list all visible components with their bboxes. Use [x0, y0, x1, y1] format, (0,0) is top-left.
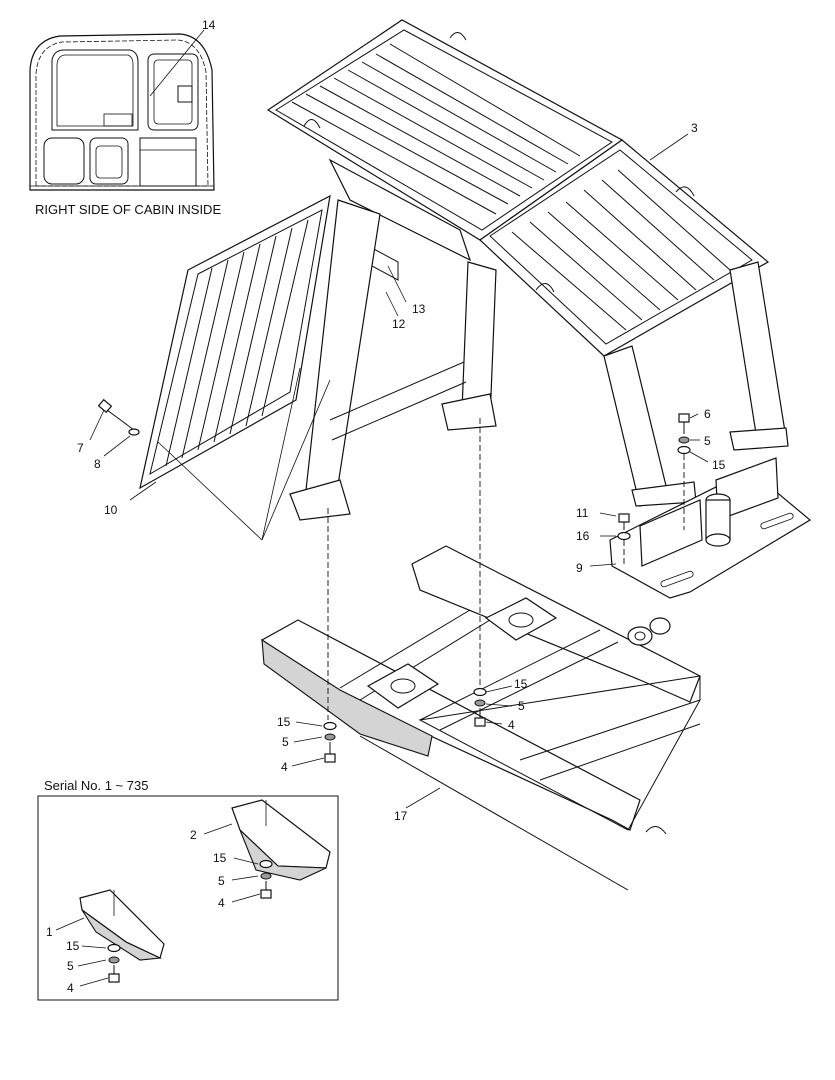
- callout-5: 5: [282, 735, 289, 749]
- callout-9: 9: [576, 561, 583, 575]
- serial-inset-box: [37, 795, 339, 1001]
- chassis-frame-drawing: [260, 545, 701, 891]
- callout-6: 6: [704, 407, 711, 421]
- callout-5: 5: [67, 959, 74, 973]
- callout-5: 5: [218, 874, 225, 888]
- callout-17: 17: [394, 809, 408, 823]
- callout-16: 16: [576, 529, 590, 543]
- callout-10: 10: [104, 503, 118, 517]
- callout-leaders: [55, 29, 709, 987]
- callout-4: 4: [67, 981, 74, 995]
- side-screen-drawing: [139, 194, 331, 490]
- mounting-plate-drawing: [609, 457, 812, 599]
- serial-label: Serial No. 1 ~ 735: [44, 778, 148, 793]
- callout-15: 15: [213, 851, 227, 865]
- cabin-inset-drawing: [29, 33, 215, 191]
- callout-11: 11: [576, 506, 589, 520]
- callout-4: 4: [281, 760, 288, 774]
- callout-5: 5: [518, 699, 525, 713]
- callout-1: 1: [46, 925, 53, 939]
- callout-8: 8: [94, 457, 101, 471]
- callout-5: 5: [704, 434, 711, 448]
- callout-7: 7: [77, 441, 84, 455]
- fastener-set-drawing: [617, 413, 691, 541]
- callout-14: 14: [202, 18, 216, 32]
- callout-3: 3: [691, 121, 698, 135]
- callout-4: 4: [218, 896, 225, 910]
- callout-13: 13: [412, 302, 426, 316]
- bolt-washer-drawing: [97, 398, 140, 436]
- callout-2: 2: [190, 828, 197, 842]
- callout-15: 15: [514, 677, 528, 691]
- callout-12: 12: [392, 317, 406, 331]
- callout-15: 15: [66, 939, 80, 953]
- inset-caption: RIGHT SIDE OF CABIN INSIDE: [35, 202, 221, 217]
- rops-guard-drawing: [266, 19, 789, 521]
- serial-inset-drawing: [79, 799, 331, 983]
- callout-15: 15: [277, 715, 291, 729]
- callout-15: 15: [712, 458, 726, 472]
- frame-fastener-drawing: [323, 687, 487, 763]
- callout-4: 4: [508, 718, 515, 732]
